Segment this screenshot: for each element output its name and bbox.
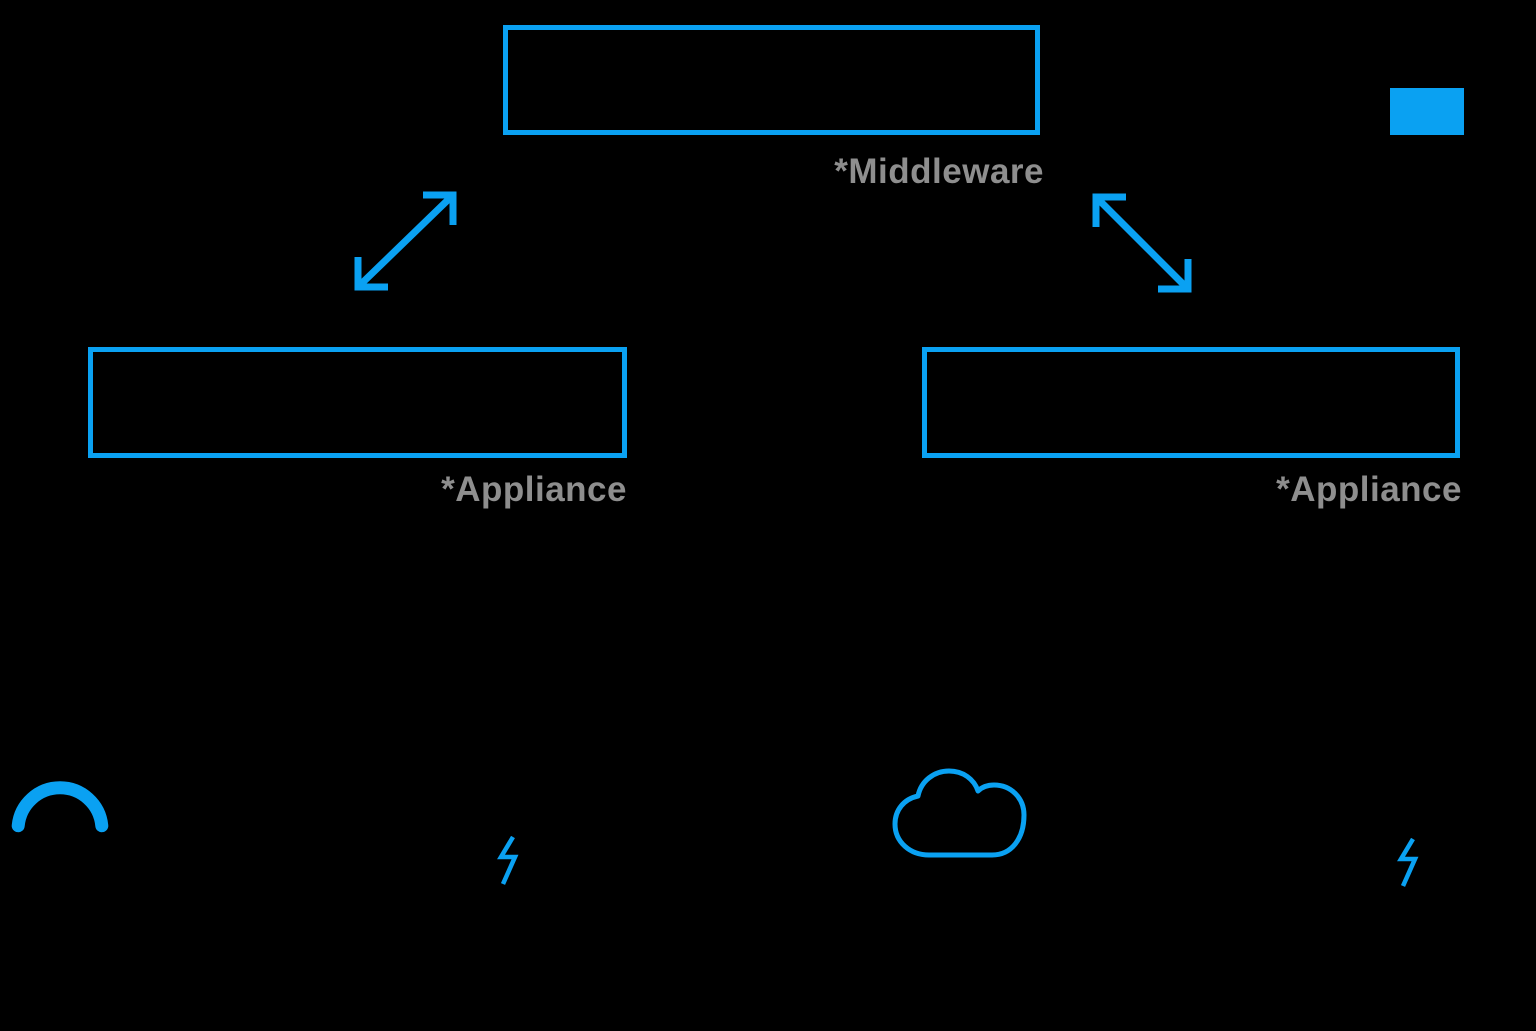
lightning-icon (497, 836, 519, 885)
lightning-icon (1397, 838, 1419, 887)
appliance-left-node-box (88, 347, 627, 458)
appliance-left-node-label: *Appliance (441, 470, 627, 509)
arc-icon (11, 781, 109, 833)
middleware-node-box (503, 25, 1040, 135)
cloud-icon (892, 768, 1027, 858)
appliance-right-node-box (922, 347, 1460, 458)
double-arrow-left-icon (354, 191, 457, 291)
middleware-node-label: *Middleware (834, 152, 1044, 191)
legend-color-swatch (1390, 88, 1464, 135)
double-arrow-right-icon (1092, 193, 1192, 293)
appliance-right-node-label: *Appliance (1276, 470, 1462, 509)
